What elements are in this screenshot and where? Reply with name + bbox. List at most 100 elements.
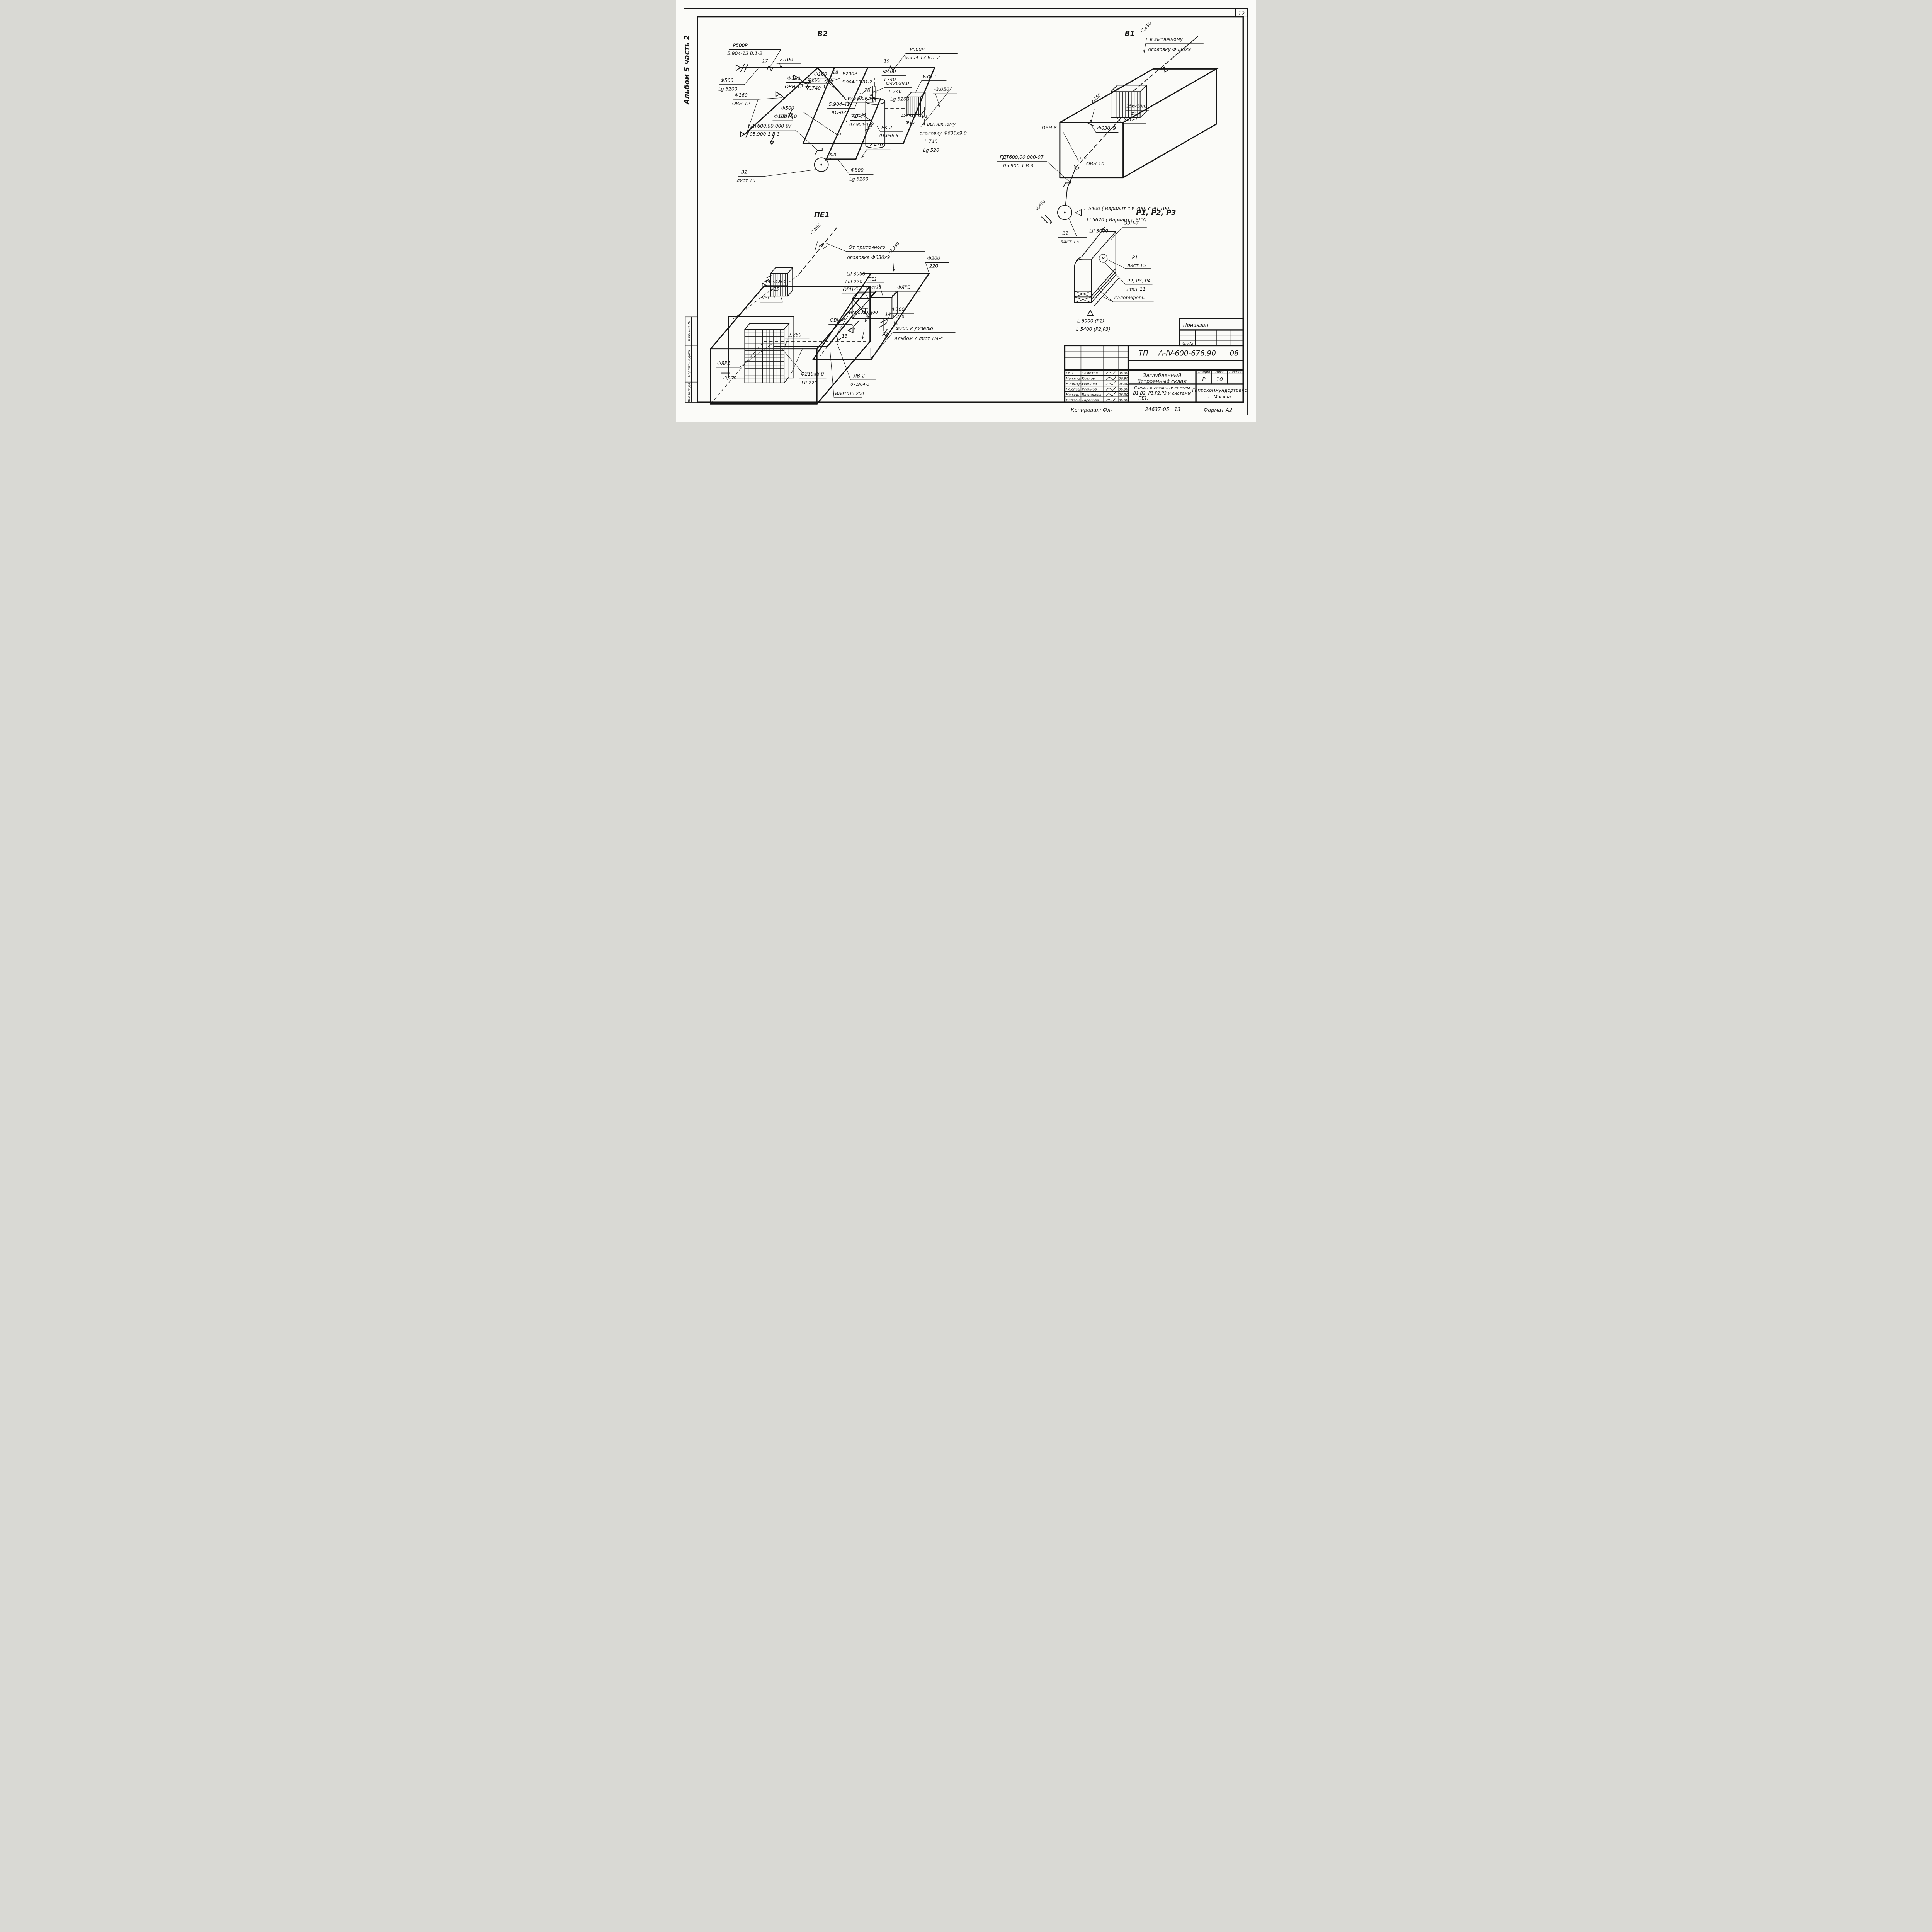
organization: г. Москва: [1208, 394, 1231, 400]
label: калориферы: [1114, 295, 1145, 301]
flex-insert: [1063, 180, 1071, 187]
label: ОВН-12: [785, 84, 803, 89]
label: 5.904-13 В.1-2: [905, 55, 940, 60]
sig-role: ГИП: [1066, 371, 1073, 376]
room-plane: [802, 67, 935, 145]
label: Ф15: [906, 120, 915, 125]
label: Р500Р: [910, 47, 925, 52]
label: КО-02: [832, 110, 846, 115]
label: Ф500: [720, 78, 733, 83]
order-number: 24637-05: [1145, 407, 1169, 413]
system-v1-schematic: В1 -2,850 к вытяжному оголовку Ф630х9 15…: [997, 21, 1219, 245]
title-block: ГИП Самитов 06.90 Нач.отд Козлов 06.90 Н…: [1064, 345, 1247, 413]
label: 5.904-41: [829, 102, 850, 107]
label: ОВН-6: [1042, 125, 1057, 131]
sig-name: Усенков: [1082, 387, 1097, 391]
system-p123-schematic: Р1, Р2, Р3 8 ОВН-7 Р1 лист 15 Р2, Р3, Р4…: [1074, 209, 1176, 332]
sig-name: Самитов: [1082, 371, 1098, 376]
label: Ф200: [891, 306, 905, 312]
drawing-sheet: 12 Альбом 5 часть 2 Взам.инв.№ Подпись и…: [676, 0, 1256, 422]
label: Ф200: [808, 77, 821, 82]
label: L740: [809, 85, 821, 91]
signature-row: Нач.отд Козлов 06.90: [1066, 376, 1128, 381]
object-name: Заглубленный: [1143, 373, 1181, 379]
label: Ф15: [770, 287, 779, 292]
signature-row: ГИП Самитов 06.90: [1066, 370, 1128, 376]
label: оголовку Ф630х9: [1148, 47, 1191, 52]
level-mark: -2,850: [809, 223, 822, 236]
sheet-number-value: 10: [1216, 377, 1223, 383]
marker-number: 18: [832, 70, 838, 75]
sig-date: 06.90: [1119, 393, 1128, 397]
label: оголовку Ф630х9,0: [920, 130, 967, 136]
wall-niche: [728, 316, 794, 379]
signature-mark: [1105, 392, 1116, 396]
level-mark: -2,450: [1034, 199, 1047, 212]
label: 05.900-1 В.3: [750, 131, 780, 137]
content-title: ПЕ1.: [1138, 396, 1148, 401]
label: L 6000 (Р1): [1077, 318, 1104, 323]
signature-row: Н.контр. Усенков 06.90: [1066, 381, 1128, 386]
label: LI 5620 ( Вариант с РДУ): [1087, 217, 1147, 223]
label: L 740: [924, 139, 937, 144]
label: Ф400: [883, 69, 896, 74]
order-number2: 13: [1174, 407, 1181, 413]
sig-date: 06.90: [1119, 387, 1128, 391]
label: 05.900-1 В.3: [1003, 163, 1033, 168]
label: LIII 220: [845, 279, 863, 284]
label: Ф500: [781, 105, 794, 111]
page-number-cell: [1235, 8, 1248, 17]
signature-mark: [1105, 381, 1116, 385]
label: ИА01009,400: [848, 96, 877, 101]
flex-insert: [815, 148, 823, 155]
sheet-reference: лист 11: [1126, 286, 1146, 292]
label: 01.036-5: [879, 133, 898, 138]
heater-uzs1: [906, 92, 926, 115]
label: Ф500: [850, 168, 864, 173]
label: 5.904-13 В1-2: [842, 80, 872, 85]
inventory-number-label: Инв №: [1182, 342, 1194, 346]
label: л.п: [834, 131, 841, 136]
arrow-marker: [1074, 165, 1080, 171]
supply-unit-ovn5: [852, 291, 899, 319]
sheet-reference: В1: [1062, 231, 1068, 236]
label: Р200Р: [842, 71, 857, 77]
sheet-reference: Р2, Р3, Р4: [1127, 278, 1151, 284]
level-mark: -2,250: [888, 241, 901, 254]
filter-fyarb: [744, 323, 790, 383]
object-name: Встроенный склад: [1137, 379, 1187, 384]
valve-box-uzs1: [770, 267, 794, 297]
sig-role: Гл.спец: [1066, 387, 1080, 391]
marker-number: 17: [762, 58, 769, 64]
label: 5.904-13 В.1-2: [727, 51, 762, 56]
sig-role: Нач.отд: [1066, 377, 1081, 381]
level-mark: -3,170: [723, 376, 736, 381]
label: Ф160: [735, 92, 748, 98]
position-node: [1099, 254, 1108, 263]
label: LII 220: [801, 380, 817, 386]
label: 07.904-3: [850, 382, 869, 387]
sheet-reference: В2: [741, 170, 747, 175]
label: 220: [929, 264, 938, 269]
label: УЗС-1: [762, 295, 776, 301]
label: 15кч18п1: [901, 113, 922, 118]
label: ГДТ600,00.000-07: [748, 123, 792, 129]
sig-date: 06.90: [1119, 382, 1128, 386]
valve-icon: [862, 112, 866, 116]
label: Р500Р: [733, 43, 748, 48]
label: ОВН-4: [830, 318, 845, 323]
sig-name: Тарасова: [1082, 398, 1099, 402]
label: РК-2: [881, 125, 892, 130]
level-mark: -2,250: [786, 332, 801, 338]
duct-end-flag: [847, 327, 854, 334]
label: L 5400 (Р2,Р3): [1076, 327, 1111, 332]
label: Ф160: [774, 114, 787, 119]
stage-header: Стадия: [1197, 370, 1210, 374]
marker-number: 8: [1102, 256, 1105, 261]
sheet-reference: лист 16: [736, 178, 755, 183]
level-mark: -2.100: [778, 57, 793, 62]
signature-mark: [1106, 376, 1116, 380]
system-title: ПЕ1: [814, 211, 830, 219]
system-title: В1: [1125, 29, 1135, 37]
doc-number: А-IV-600-676.90: [1158, 349, 1216, 357]
